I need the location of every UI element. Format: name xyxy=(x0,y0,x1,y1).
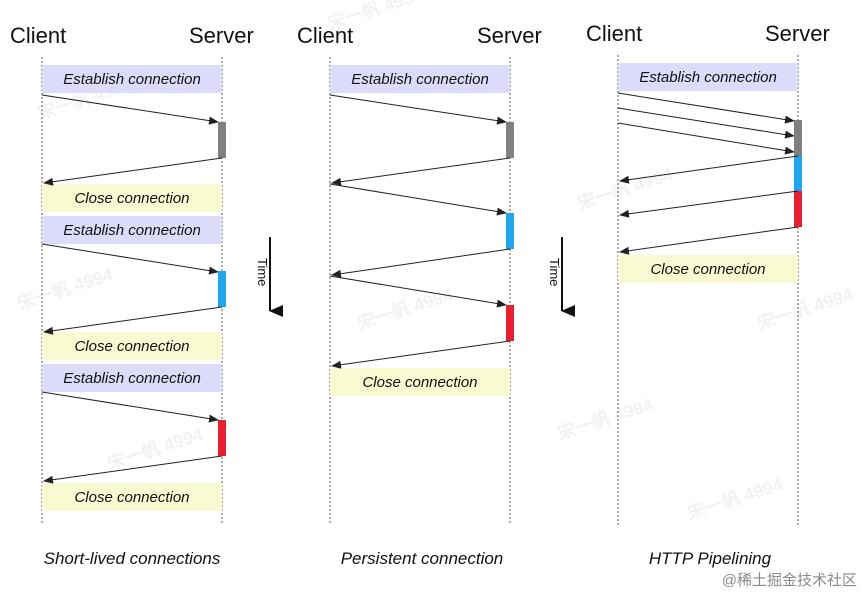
response-arrow xyxy=(619,155,799,184)
server-label: Server xyxy=(477,23,542,48)
response-arrow xyxy=(619,190,799,218)
processing-bar-red xyxy=(218,420,226,456)
processing-bar-blue xyxy=(218,271,226,307)
panel-caption: HTTP Pipelining xyxy=(649,549,772,568)
request-arrow xyxy=(329,275,507,308)
time-label: Time xyxy=(255,258,270,286)
establish-box xyxy=(42,216,222,244)
request-arrow xyxy=(329,183,507,216)
watermark-text: 宋一帆 4994 xyxy=(575,163,676,214)
close-box xyxy=(618,255,798,283)
client-label: Client xyxy=(10,23,66,48)
establish-label: Establish connection xyxy=(63,370,201,387)
establish-box xyxy=(42,364,222,392)
request-arrow xyxy=(617,107,795,139)
processing-bar-blue xyxy=(794,156,802,191)
time-arrow: Time xyxy=(255,237,283,317)
establish-label: Establish connection xyxy=(63,222,201,239)
close-label: Close connection xyxy=(362,374,477,391)
watermark-text: 宋一帆 4994 xyxy=(15,263,116,314)
establish-box xyxy=(42,65,222,93)
close-box xyxy=(42,483,222,511)
establish-label: Establish connection xyxy=(63,71,201,88)
server-label: Server xyxy=(765,21,830,46)
establish-box xyxy=(330,65,510,93)
client-label: Client xyxy=(586,21,642,46)
client-label: Client xyxy=(297,23,353,48)
panel-short-lived: Client Server Establish connection Close… xyxy=(10,23,254,568)
close-label: Close connection xyxy=(74,489,189,506)
watermark-text: 宋一帆 4994 xyxy=(755,283,856,334)
response-arrow xyxy=(331,157,511,186)
response-arrow xyxy=(43,157,223,186)
request-arrow xyxy=(329,94,507,125)
response-arrow xyxy=(43,306,223,335)
request-arrow xyxy=(617,122,795,155)
watermark-text: 宋一帆 4994 xyxy=(105,423,206,474)
panel-caption: Short-lived connections xyxy=(44,549,221,568)
response-arrow xyxy=(331,340,511,369)
server-label: Server xyxy=(189,23,254,48)
response-arrow xyxy=(331,248,511,278)
processing-bar-gray xyxy=(794,120,802,156)
request-arrow xyxy=(41,391,219,423)
processing-bar-gray xyxy=(506,122,514,158)
request-arrow xyxy=(41,94,219,125)
close-box xyxy=(42,184,222,212)
watermark-text: 宋一帆 4994 xyxy=(555,393,656,444)
watermark-text: 宋一帆 4994 xyxy=(355,283,456,334)
watermark-text: 宋一帆 4994 xyxy=(685,473,786,524)
establish-label: Establish connection xyxy=(639,69,777,86)
processing-bar-blue xyxy=(506,213,514,249)
close-box xyxy=(330,368,510,396)
request-arrow xyxy=(617,92,795,124)
panel-persistent: Client Server Establish connection Close… xyxy=(297,23,542,568)
panel-pipelining: Client Server Establish connection Close… xyxy=(586,21,830,568)
panel-caption: Persistent connection xyxy=(341,549,504,568)
request-arrow xyxy=(41,243,219,275)
site-credit: @稀土掘金技术社区 xyxy=(722,572,857,589)
time-arrow: Time xyxy=(547,237,575,317)
processing-bar-gray xyxy=(218,122,226,158)
close-label: Close connection xyxy=(74,190,189,207)
time-label: Time xyxy=(547,258,562,286)
establish-label: Establish connection xyxy=(351,71,489,88)
close-label: Close connection xyxy=(74,338,189,355)
close-box xyxy=(42,332,222,360)
processing-bar-red xyxy=(506,305,514,341)
processing-bar-red xyxy=(794,191,802,227)
response-arrow xyxy=(619,226,799,255)
close-label: Close connection xyxy=(650,261,765,278)
response-arrow xyxy=(43,455,223,484)
establish-box xyxy=(618,63,798,91)
